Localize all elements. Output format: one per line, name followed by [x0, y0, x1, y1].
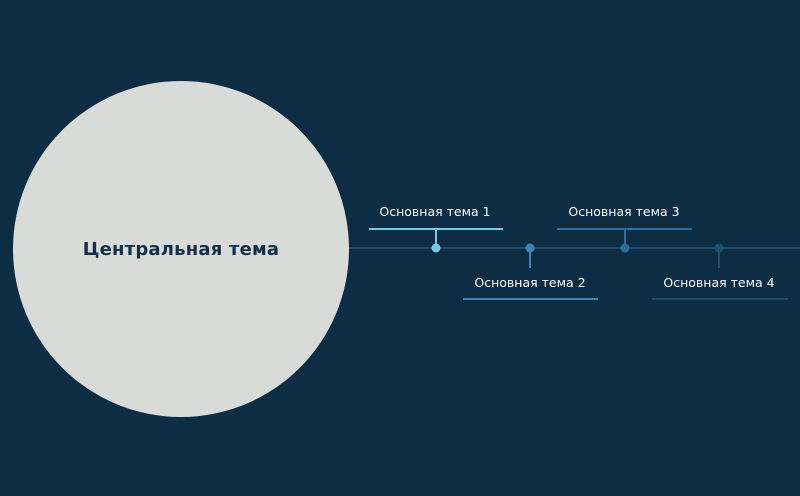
topic-label-2[interactable]: Основная тема 2	[474, 275, 586, 290]
topic-label-1[interactable]: Основная тема 1	[379, 204, 491, 219]
topic-bar-2	[463, 298, 598, 300]
central-topic-circle[interactable]: Центральная тема	[13, 81, 349, 417]
topic-bar-4	[652, 298, 788, 300]
topic-node-3[interactable]	[620, 243, 630, 253]
topic-node-2[interactable]	[525, 243, 535, 253]
topic-node-1[interactable]	[431, 243, 441, 253]
topic-label-3[interactable]: Основная тема 3	[568, 204, 680, 219]
topic-node-4[interactable]	[714, 243, 724, 253]
topic-stem-1	[435, 229, 437, 247]
timeline-axis	[349, 247, 800, 249]
central-topic-label: Центральная тема	[82, 238, 280, 260]
topic-stem-2	[529, 248, 531, 268]
topic-stem-3	[624, 229, 626, 247]
topic-stem-4	[718, 248, 720, 268]
topic-label-4[interactable]: Основная тема 4	[663, 275, 775, 290]
